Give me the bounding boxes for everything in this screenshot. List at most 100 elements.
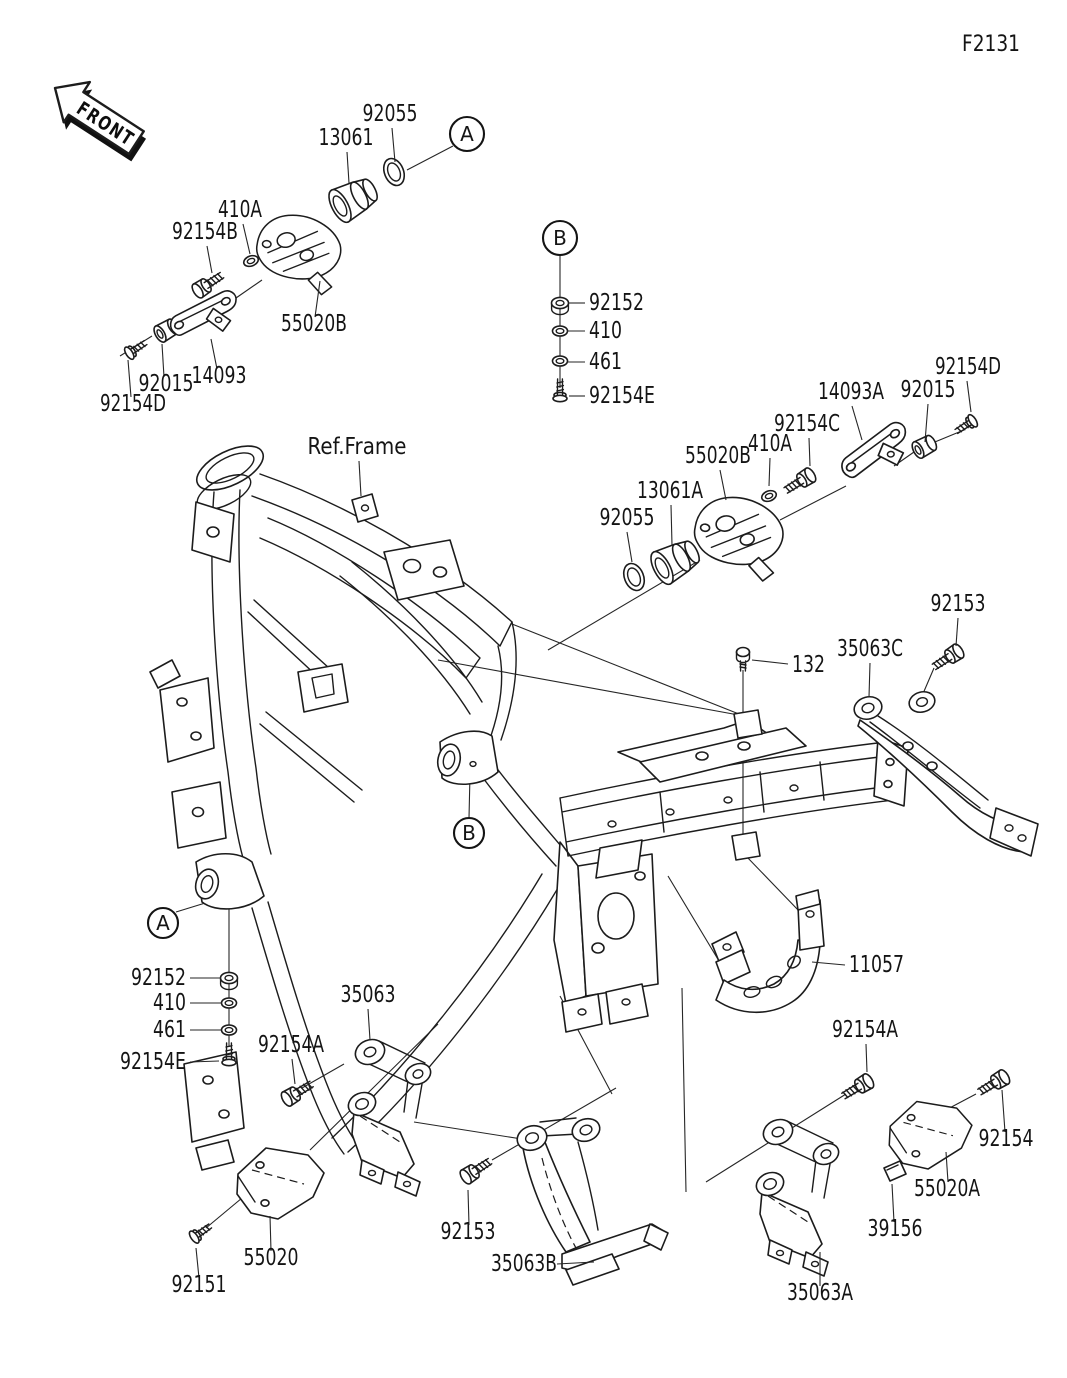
part-label-Ref.Frame: Ref.Frame <box>308 432 407 460</box>
part-label-92151: 92151 <box>172 1270 227 1298</box>
leader-line-92153 <box>955 617 959 647</box>
part-label-13061: 13061 <box>319 123 374 151</box>
svg-text:A: A <box>156 911 170 935</box>
part-label-35063C: 35063C <box>837 634 903 662</box>
leader-line-92154E <box>189 1060 220 1063</box>
part-92015-collar-right <box>909 432 940 461</box>
part-92154-bolt <box>974 1067 1013 1100</box>
part-label-92153: 92153 <box>931 589 986 617</box>
leader-line-92151 <box>195 1247 200 1279</box>
rear-subframe-drawing <box>559 709 909 879</box>
part-label-92055: 92055 <box>363 99 418 127</box>
part-label-410A: 410A <box>218 195 262 223</box>
leader-line-132 <box>751 659 789 665</box>
leader-line-92055 <box>391 127 396 163</box>
part-label-92152: 92152 <box>131 963 186 991</box>
part-label-92015: 92015 <box>139 369 194 397</box>
leader-line-35063C <box>868 662 871 698</box>
part-92154C-bolt <box>780 465 819 499</box>
part-label-92154A: 92154A <box>258 1030 324 1058</box>
part-461-washer-bottom <box>220 1024 238 1036</box>
part-label-39156: 39156 <box>868 1214 923 1242</box>
leader-line-92154D <box>127 359 132 398</box>
leader-line-13061A <box>670 504 673 546</box>
part-label-461: 461 <box>589 347 622 375</box>
part-92154A-bolt-left <box>278 1076 317 1109</box>
leader-line-92154 <box>1001 1089 1006 1133</box>
part-label-92154E: 92154E <box>589 381 655 409</box>
part-55020B-bracket-left <box>252 211 345 297</box>
leader-line-Ref.Frame <box>358 460 362 497</box>
part-92153-bolt-top <box>928 641 967 675</box>
leader-line-14093 <box>210 338 218 370</box>
assembly-bottom-right <box>752 1067 1013 1277</box>
part-55020-guard <box>236 1147 325 1220</box>
part-label-92153: 92153 <box>441 1217 496 1245</box>
detail-marker-A: A <box>448 115 486 153</box>
leader-line-55020A <box>945 1151 949 1183</box>
detail-marker-B: B <box>452 816 486 850</box>
leader-line-55020B <box>719 469 727 501</box>
leader-line-92015 <box>161 343 165 378</box>
part-label-55020A: 55020A <box>914 1174 980 1202</box>
part-label-92015: 92015 <box>901 375 956 403</box>
part-label-55020: 55020 <box>244 1243 299 1271</box>
part-13061-damper <box>323 170 384 227</box>
part-label-92154: 92154 <box>979 1124 1034 1152</box>
ref-frame-drawing <box>149 445 659 1171</box>
part-label-55020B: 55020B <box>685 441 751 469</box>
part-11057-bracket <box>711 889 825 1014</box>
assembly-top-left <box>121 154 409 362</box>
part-410A-washer-right <box>759 487 779 505</box>
ref-frame-clip <box>351 493 379 523</box>
leader-line-35063B <box>556 1261 595 1265</box>
part-35063B-bracket <box>516 1117 669 1286</box>
part-label-35063: 35063 <box>341 980 396 1008</box>
part-label-92152: 92152 <box>589 288 644 316</box>
callout-layer: 9205513061410A92154B55020B14093920159215… <box>100 99 1034 1306</box>
part-55020A-guard <box>888 1100 973 1170</box>
part-label-410: 410 <box>153 988 186 1016</box>
leader-line-92154B <box>206 245 213 274</box>
leader-line-92154C <box>808 437 811 467</box>
part-label-55020B: 55020B <box>281 309 347 337</box>
part-label-92154E: 92154E <box>120 1047 186 1075</box>
part-92153-bolt-bottom <box>457 1153 496 1187</box>
leader-line-92154A <box>291 1058 296 1085</box>
part-label-13061A: 13061A <box>637 476 703 504</box>
part-label-92154D: 92154D <box>100 389 166 417</box>
detail-marker-B: B <box>541 219 579 257</box>
part-410A-washer-left <box>241 252 261 270</box>
leader-line-11057 <box>811 961 846 966</box>
part-14093A-plate <box>837 420 911 480</box>
detail-marker-layer: A B B A <box>146 115 579 940</box>
part-35063-bracket <box>344 1034 435 1197</box>
leader-line-39156 <box>891 1183 895 1223</box>
part-39156-pad <box>883 1160 907 1182</box>
leader-line-410A <box>768 457 771 487</box>
part-label-35063A: 35063A <box>787 1278 853 1306</box>
part-410-washer-top <box>551 325 569 337</box>
leader-line-92015 <box>924 403 929 443</box>
leader-line-55020 <box>269 1215 272 1252</box>
leader-line-14093A <box>851 405 863 441</box>
part-132-bolt <box>735 646 751 672</box>
part-92154A-bolt-right <box>838 1071 877 1104</box>
part-label-92154C: 92154C <box>774 409 840 437</box>
part-label-11057: 11057 <box>849 950 904 978</box>
part-label-92154B: 92154B <box>172 217 238 245</box>
part-92154D-screw-right <box>951 412 981 439</box>
part-92055-oring-right <box>619 559 649 595</box>
part-label-92055: 92055 <box>600 503 655 531</box>
front-direction-arrow: FRONT <box>53 80 147 162</box>
part-label-132: 132 <box>792 650 825 678</box>
svg-text:B: B <box>462 821 476 845</box>
part-label-14093: 14093 <box>192 361 247 389</box>
leader-line-92153 <box>467 1189 470 1226</box>
leader-line-92055 <box>626 531 633 563</box>
leader-line-410A <box>242 223 251 255</box>
part-label-92154A: 92154A <box>832 1015 898 1043</box>
part-label-92154D: 92154D <box>935 352 1001 380</box>
